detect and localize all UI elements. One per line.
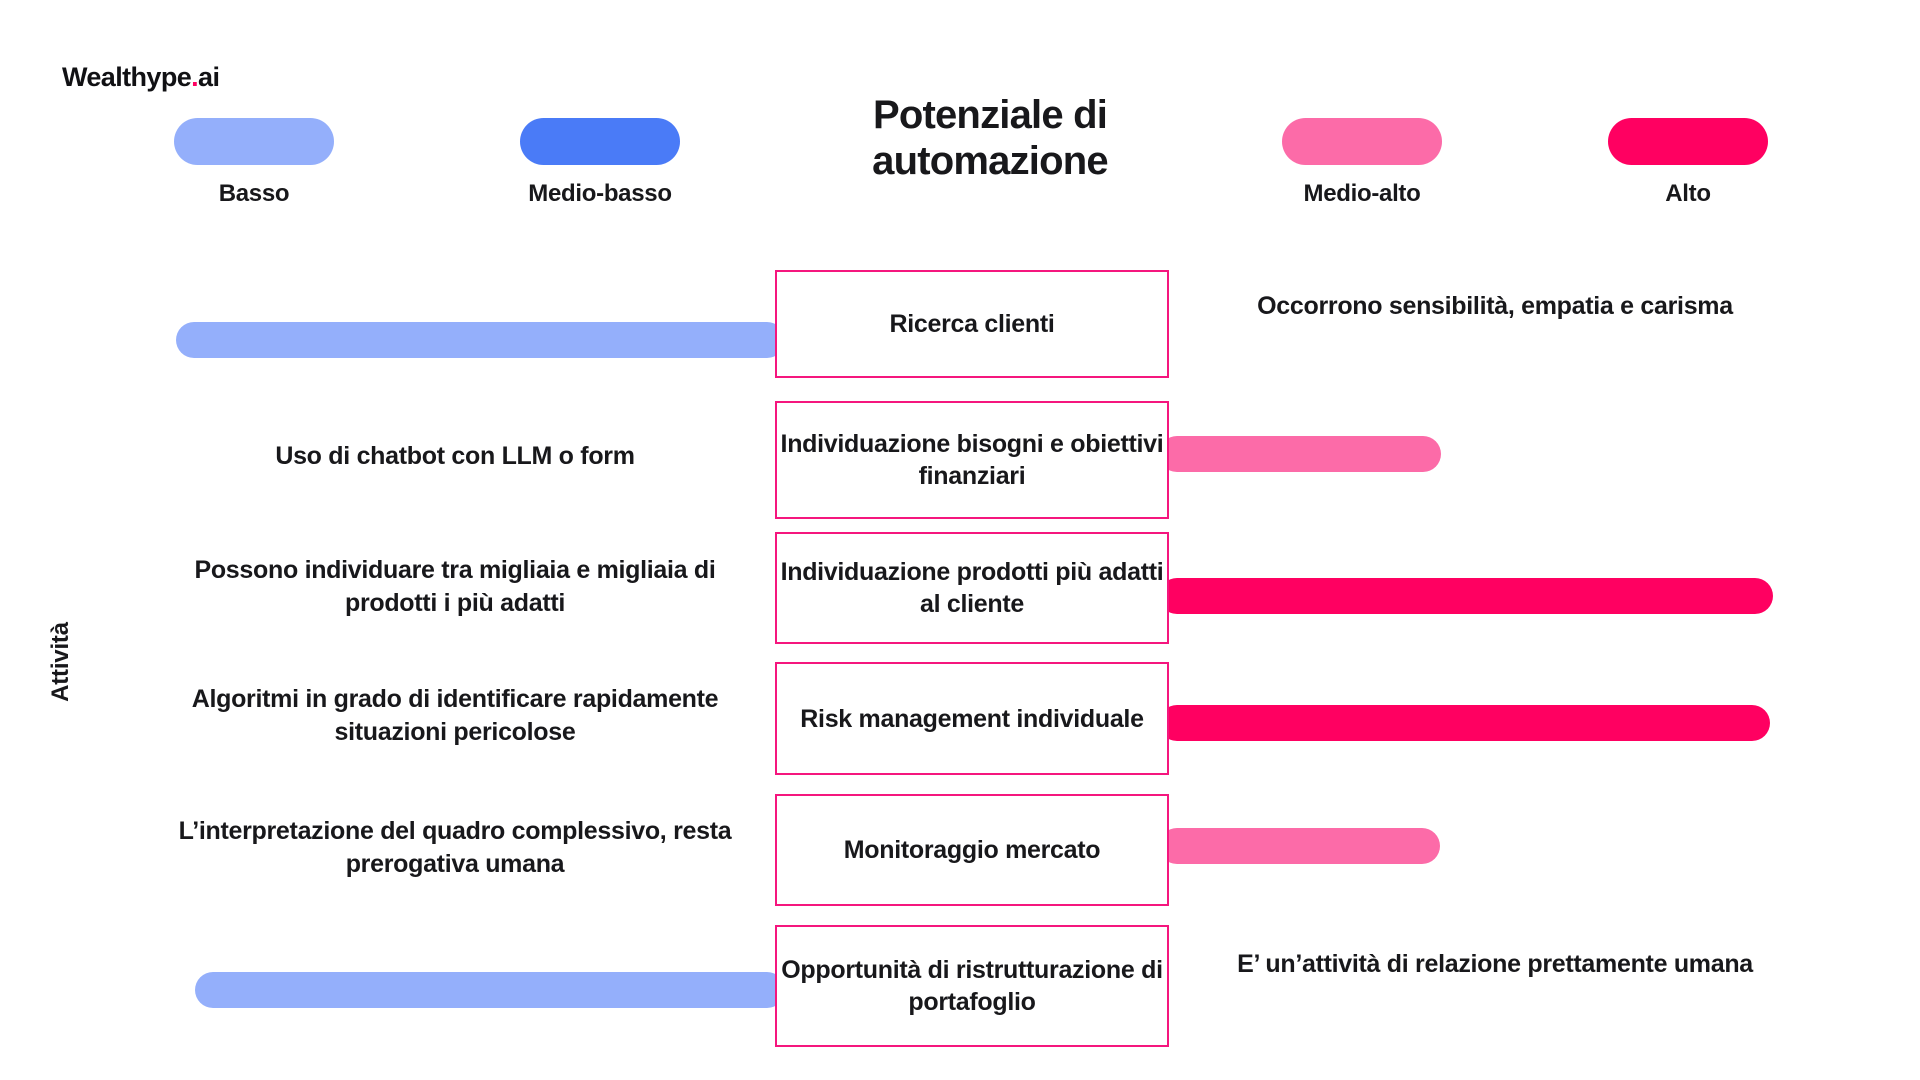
annotation-text: Possono individuare tra migliaia e migli… bbox=[194, 556, 716, 617]
activity-box[interactable]: Individuazione bisogni e obiettivi finan… bbox=[775, 401, 1169, 519]
activity-label: Opportunità di ristrutturazione di porta… bbox=[781, 956, 1163, 1016]
brand-suffix: ai bbox=[198, 62, 220, 92]
annotation-text: Uso di chatbot con LLM o form bbox=[275, 442, 635, 470]
annotation-text: Algoritmi in grado di identificare rapid… bbox=[191, 685, 719, 746]
brand-logo: Wealthype.ai bbox=[62, 62, 220, 93]
legend-item-medio-alto: Medio-alto bbox=[1252, 118, 1472, 208]
activity-label: Ricerca clienti bbox=[889, 310, 1055, 338]
bar-alto bbox=[1159, 578, 1773, 614]
activity-box[interactable]: Ricerca clienti bbox=[775, 270, 1169, 378]
activity-label: Risk management individuale bbox=[800, 704, 1144, 733]
annotation-text: L’interpretazione del quadro complessivo… bbox=[178, 817, 732, 878]
legend-swatch-medio-alto bbox=[1282, 118, 1442, 165]
activity-label: Monitoraggio mercato bbox=[843, 836, 1101, 864]
legend-item-medio-basso: Medio-basso bbox=[490, 118, 710, 208]
bar-medio-alto bbox=[1159, 828, 1440, 864]
legend-swatch-basso bbox=[174, 118, 334, 165]
bar-basso bbox=[176, 322, 785, 358]
axis-label-attivita: Attività bbox=[47, 622, 74, 702]
activity-box[interactable]: Opportunità di ristrutturazione di porta… bbox=[775, 925, 1169, 1047]
legend-label-medio-alto: Medio-alto bbox=[1303, 180, 1421, 207]
activity-label: Individuazione bisogni e obiettivi finan… bbox=[780, 430, 1164, 490]
legend-swatch-medio-basso bbox=[520, 118, 680, 165]
bar-alto bbox=[1159, 705, 1770, 741]
legend-item-alto: Alto bbox=[1578, 118, 1798, 208]
brand-name: Wealthype bbox=[62, 62, 192, 92]
activity-box[interactable]: Monitoraggio mercato bbox=[775, 794, 1169, 906]
legend-label-alto: Alto bbox=[1665, 180, 1711, 207]
brand-dot-icon: . bbox=[191, 62, 199, 92]
activity-label: Individuazione prodotti più adatti al cl… bbox=[780, 558, 1164, 618]
legend-label-basso: Basso bbox=[218, 180, 290, 207]
page-title: Potenziale di automazione bbox=[872, 93, 1108, 183]
activity-box[interactable]: Risk management individuale bbox=[775, 662, 1169, 775]
activity-box[interactable]: Individuazione prodotti più adatti al cl… bbox=[775, 532, 1169, 644]
legend-item-basso: Basso bbox=[144, 118, 364, 208]
annotation-text: E’ un’attività di relazione prettamente … bbox=[1237, 950, 1753, 978]
legend-swatch-alto bbox=[1608, 118, 1768, 165]
legend-label-medio-basso: Medio-basso bbox=[528, 180, 672, 207]
bar-medio-alto bbox=[1159, 436, 1441, 472]
annotation-text: Occorrono sensibilità, empatia e carisma bbox=[1257, 292, 1733, 320]
bar-basso bbox=[195, 972, 785, 1008]
